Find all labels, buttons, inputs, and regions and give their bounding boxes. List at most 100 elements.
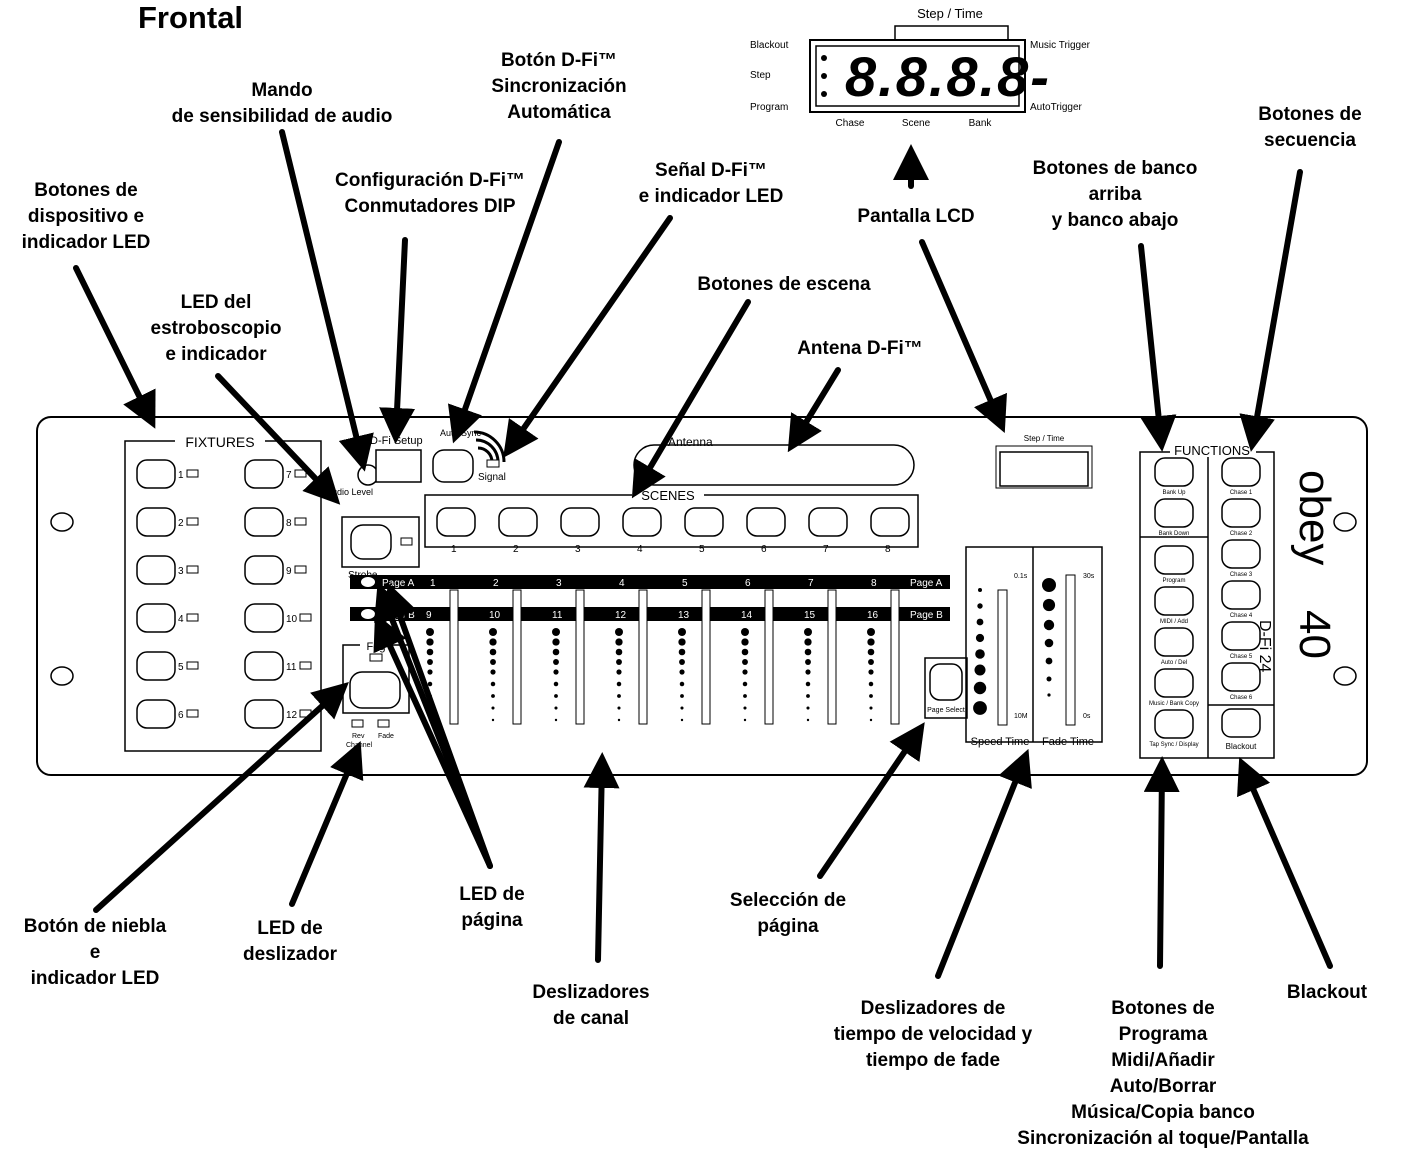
dfi-auto-sync-button[interactable] [432, 449, 474, 483]
arrow-botones-escena [631, 299, 751, 499]
arrow-led-pagina-2 [373, 613, 493, 869]
function-button-7[interactable] [1154, 709, 1194, 739]
fade-led [1042, 598, 1056, 612]
fixture-button-5[interactable] [136, 651, 176, 681]
chase-button-6[interactable] [1221, 662, 1261, 692]
slider-led [743, 694, 747, 698]
slider-led [490, 659, 496, 665]
fixture-number-label: 11 [286, 662, 297, 673]
fixture-led-2 [186, 517, 199, 526]
lcd-blackout-label: Blackout [750, 40, 789, 51]
channel-slider-4[interactable] [638, 589, 648, 725]
fixture-led-10 [299, 613, 312, 622]
slider-led [678, 648, 686, 656]
fixture-number-label: 9 [286, 566, 292, 577]
scene-button-6[interactable] [746, 507, 786, 537]
fixture-button-7[interactable] [244, 459, 284, 489]
scene-button-4[interactable] [622, 507, 662, 537]
scene-button-8[interactable] [870, 507, 910, 537]
fixture-button-1[interactable] [136, 459, 176, 489]
arrow-led-deslizador [289, 740, 364, 907]
scene-button-2[interactable] [498, 507, 538, 537]
dfi-dip-switches[interactable] [375, 449, 422, 483]
fixture-button-2[interactable] [136, 507, 176, 537]
function-button-4[interactable] [1154, 586, 1194, 616]
slider-led [617, 718, 621, 722]
slider-led [552, 648, 560, 656]
channel-slider-5[interactable] [701, 589, 711, 725]
chase-button-4[interactable] [1221, 580, 1261, 610]
strobe-led [400, 537, 413, 546]
function-button-label: MIDI / Add [1160, 619, 1188, 625]
fixture-button-3[interactable] [136, 555, 176, 585]
channel-slider-1[interactable] [449, 589, 459, 725]
channel-slider-2[interactable] [512, 589, 522, 725]
slider-led [869, 718, 873, 722]
slider-led [742, 681, 748, 687]
page-select-button[interactable] [929, 663, 963, 701]
arrow-botones-dispositivo [73, 265, 156, 429]
chase-button-5[interactable] [1221, 621, 1261, 651]
fade-led [1047, 693, 1051, 697]
channel-b-label: 9 [426, 610, 432, 621]
fixture-button-4[interactable] [136, 603, 176, 633]
blackout-button[interactable] [1221, 708, 1261, 738]
fixture-button-12[interactable] [244, 699, 284, 729]
fixture-led-3 [186, 565, 199, 574]
arrow-botones-programa [1143, 756, 1180, 969]
fixture-button-9[interactable] [244, 555, 284, 585]
strobe-button[interactable] [350, 524, 392, 560]
channel-slider-6[interactable] [764, 589, 774, 725]
arrow-deslizadores-canal [583, 752, 620, 963]
function-button-6[interactable] [1154, 668, 1194, 698]
fog-button[interactable] [349, 671, 401, 709]
function-button-1[interactable] [1154, 457, 1194, 487]
channel-b-label: 15 [804, 610, 816, 621]
slider-led [427, 681, 433, 687]
slider-led [869, 706, 873, 710]
scene-button-1[interactable] [436, 507, 476, 537]
fade-led [1043, 619, 1055, 631]
speed-time-label: Speed Time [971, 736, 1030, 748]
chase-button-2[interactable] [1221, 498, 1261, 528]
channel-slider-3[interactable] [575, 589, 585, 725]
fixture-button-10[interactable] [244, 603, 284, 633]
page-b-bar [350, 607, 950, 621]
channel-a-label: 3 [556, 578, 562, 589]
fade-time-slider[interactable] [1065, 574, 1076, 726]
chase-button-3[interactable] [1221, 539, 1261, 569]
function-button-3[interactable] [1154, 545, 1194, 575]
arrow-pantalla-lcd-panel [919, 239, 1007, 434]
fade-bottom-label: 0s [1083, 713, 1091, 720]
page-select-label: Page Select [927, 707, 965, 714]
model-number: 40 [1290, 610, 1339, 659]
speed-led [973, 681, 987, 695]
channel-slider-7[interactable] [827, 589, 837, 725]
scene-number-label: 5 [699, 544, 705, 555]
slider-led [805, 669, 811, 675]
speed-time-slider[interactable] [997, 589, 1008, 726]
function-button-5[interactable] [1154, 627, 1194, 657]
lcd-detail: Step / Time 8.8.8.8- Blackout Step Progr… [750, 6, 1091, 129]
panel-lcd-step-time: Step / Time [1024, 434, 1065, 443]
scene-button-3[interactable] [560, 507, 600, 537]
fixture-button-8[interactable] [244, 507, 284, 537]
slider-led [490, 681, 496, 687]
function-button-2[interactable] [1154, 498, 1194, 528]
chase-button-label: Chase 3 [1230, 572, 1253, 578]
chase-button-label: Chase 2 [1230, 531, 1253, 537]
fixture-button-11[interactable] [244, 651, 284, 681]
slider-led [491, 706, 495, 710]
chase-button-1[interactable] [1221, 457, 1261, 487]
scene-button-7[interactable] [808, 507, 848, 537]
arrow-config-dfi [379, 237, 416, 444]
channel-b-label: 11 [552, 610, 563, 621]
arrow-niebla [93, 681, 349, 913]
function-button-label: Auto / Del [1161, 660, 1187, 666]
scene-button-5[interactable] [684, 507, 724, 537]
fade-led [1046, 676, 1052, 682]
fixture-button-6[interactable] [136, 699, 176, 729]
